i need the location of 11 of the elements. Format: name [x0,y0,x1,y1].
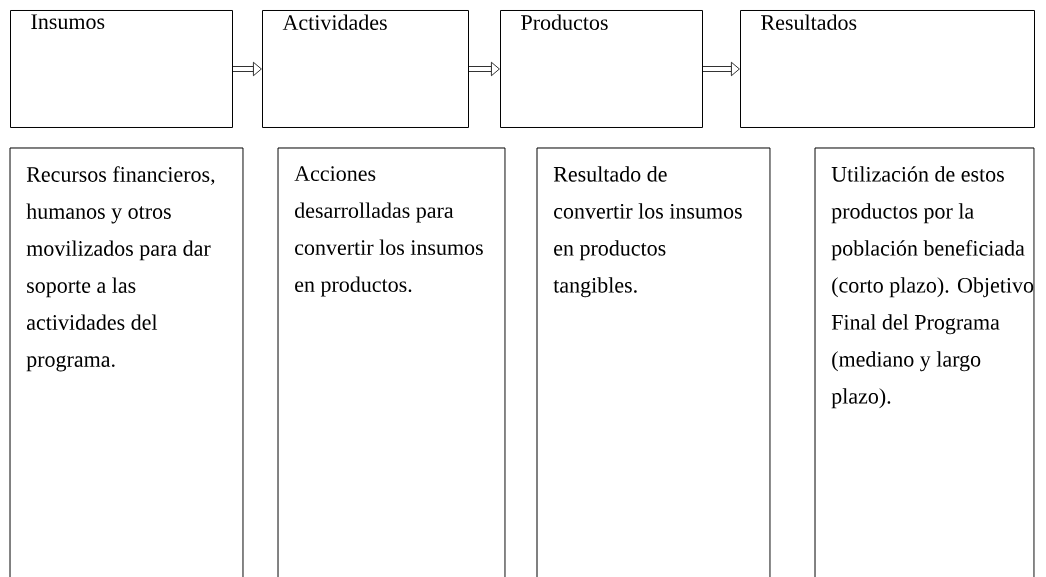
description-box: Acciones desarrolladas para convertir los insumos en productos. [277,147,506,577]
stage-box: Actividades [262,10,469,128]
description-box: Recursos financieros, humanos y otros movilizados para dar soporte a las actividades del programa. [9,147,244,577]
stage-box: Insumos [10,10,233,128]
arrow [469,61,500,77]
description-box: Resultado de convertir los insumos en productos tangibles. [536,147,771,577]
description-box: Utilización de estos productos por la población beneficiada (corto plazo). Objetivo Final del Programa (mediano y largo plazo). [814,147,1035,577]
stage-box: Resultados [740,10,1035,128]
arrow [703,61,740,77]
stage-box: Productos [500,10,703,128]
arrow [233,61,262,77]
